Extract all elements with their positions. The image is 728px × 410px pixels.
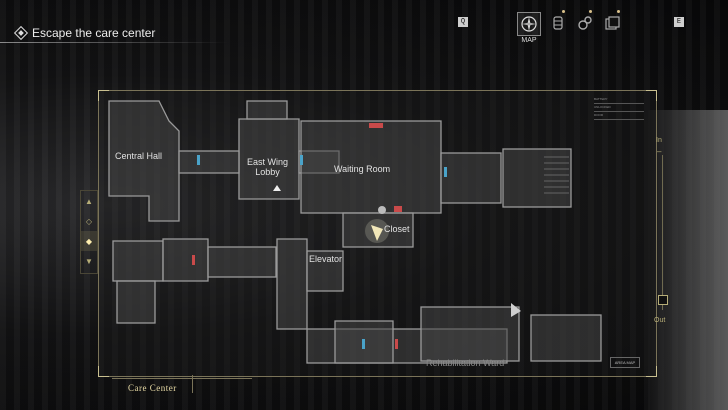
room-label-waiting-room: Waiting Room — [334, 164, 391, 174]
area-name-panel: Care Center — [112, 375, 252, 401]
frame-corner — [98, 90, 109, 101]
tab-map-label: MAP — [521, 37, 537, 44]
menu-tab-bar: Q MAP E — [456, 10, 688, 50]
room-lobby-north — [246, 100, 288, 120]
room-stairwell — [502, 148, 572, 208]
inventory-icon — [553, 16, 563, 30]
tab-map[interactable] — [517, 12, 541, 36]
room-rehab-b — [530, 314, 602, 362]
cursor-icon — [511, 303, 521, 317]
zoom-control: In – Out — [654, 135, 670, 330]
room-west-corridor — [112, 240, 164, 282]
zoom-slider-track[interactable] — [662, 155, 663, 310]
zoom-in-label[interactable]: In — [656, 137, 662, 144]
tab-crafting[interactable] — [574, 10, 596, 34]
frame-corner — [646, 90, 657, 101]
door-blue — [300, 155, 303, 165]
door-red — [395, 339, 398, 349]
new-item-dot — [562, 10, 565, 13]
objective-text: Escape the care center — [32, 26, 156, 40]
legend-item: UNLOCKED — [594, 105, 644, 112]
legend-item: BATTERY — [594, 97, 644, 104]
floor-up-icon[interactable]: ▲ — [85, 196, 93, 206]
room-southwest — [116, 280, 156, 324]
background-window-light — [648, 110, 728, 410]
next-tab-key[interactable]: E — [674, 17, 684, 27]
stairs — [544, 156, 569, 194]
compass-icon — [521, 16, 537, 32]
room-east-corridor — [440, 152, 502, 204]
floor-current[interactable]: ◆ — [81, 231, 97, 251]
item-icon — [369, 123, 383, 128]
zoom-plus-icon[interactable]: – — [657, 147, 662, 156]
room-central-hall — [108, 100, 180, 222]
objective-underline — [0, 42, 228, 43]
room-corridor-2 — [207, 246, 277, 278]
frame-corner — [646, 366, 657, 377]
room-closet — [342, 212, 414, 248]
doors — [192, 155, 447, 349]
zoom-out-label[interactable]: Out — [654, 317, 666, 324]
room-corridor-1 — [162, 238, 209, 282]
new-item-dot — [589, 10, 592, 13]
files-icon — [605, 16, 620, 30]
gears-icon — [578, 16, 592, 30]
room-label-east-wing-lobby: East Wing Lobby — [246, 157, 288, 177]
room-elevator-hall — [306, 250, 344, 292]
floor-down-icon[interactable]: ▼ — [85, 256, 93, 266]
door-blue — [362, 339, 365, 349]
area-map-button[interactable]: AREA MAP — [610, 357, 640, 368]
legend-item: DOOR — [594, 113, 644, 120]
floor-upper[interactable]: ◇ — [85, 216, 93, 226]
objective: Escape the care center — [13, 25, 156, 41]
map-legend: BATTERY UNLOCKED DOOR — [594, 97, 644, 121]
room-hall-lobby-corridor — [178, 150, 240, 174]
floor-plan — [108, 100, 602, 364]
room-label-central-hall: Central Hall — [115, 151, 163, 161]
objective-diamond-icon — [13, 25, 29, 41]
floor-selector: ▲ ◇ ◆ ▼ — [80, 190, 98, 274]
room-elevator — [276, 238, 308, 330]
area-name: Care Center — [128, 383, 177, 393]
tab-files[interactable] — [602, 10, 624, 34]
tab-inventory[interactable] — [547, 10, 569, 34]
player-marker-icon — [365, 219, 389, 243]
prev-tab-key[interactable]: Q — [458, 17, 468, 27]
map-view[interactable] — [98, 90, 657, 377]
new-item-dot — [617, 10, 620, 13]
item-icon — [378, 206, 386, 214]
door-blue — [444, 167, 447, 177]
room-label-rehabilitation-ward: Rehabilitation Ward — [426, 358, 505, 368]
area-name-tick — [192, 375, 193, 393]
room-rehab-ward — [420, 306, 520, 362]
door-blue — [197, 155, 200, 165]
frame-corner — [98, 366, 109, 377]
room-label-elevator: Elevator — [309, 254, 343, 264]
item-icon — [394, 206, 402, 212]
door-red — [192, 255, 195, 265]
zoom-slider-knob[interactable] — [658, 295, 668, 305]
save-point-icon — [273, 185, 281, 191]
room-label-closet: Closet — [384, 224, 410, 234]
